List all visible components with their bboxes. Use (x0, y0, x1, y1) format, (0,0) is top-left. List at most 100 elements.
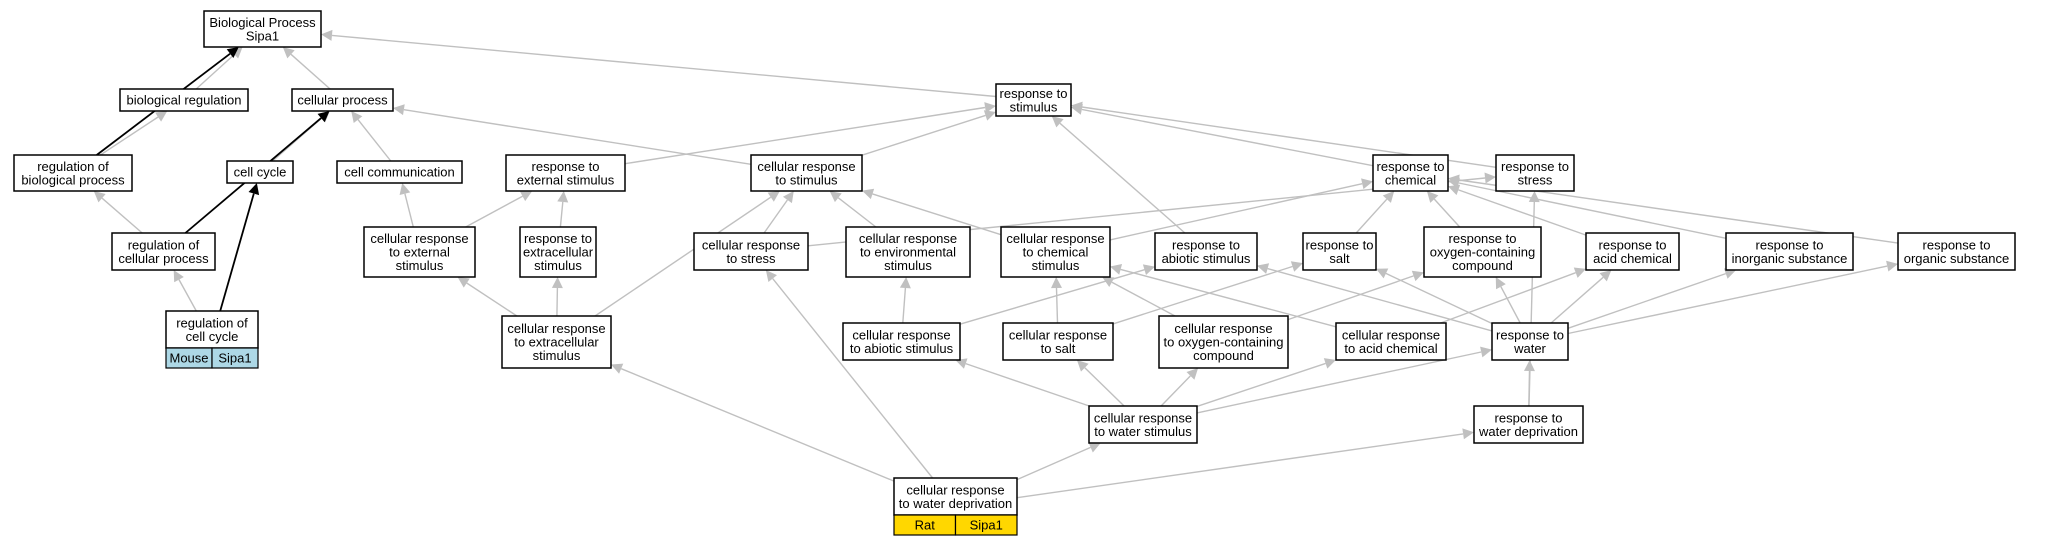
go-term-label-line: cellular response (1174, 321, 1272, 336)
edge-cellular-response-to-water-stimulus-to-response-to-water-arrowhead (1480, 346, 1492, 358)
go-term-label-line: cellular response (1006, 231, 1104, 246)
edge-regulation-of-cellular-process-to-regulation-of-biological-process (101, 197, 143, 234)
go-term-label-line: cellular process (118, 251, 209, 266)
edge-response-to-extracellular-stimulus-to-response-to-external-stimulus (559, 201, 564, 228)
go-term-label-line: to environmental (860, 245, 956, 260)
go-term-label-line: organic substance (1904, 251, 2010, 266)
go-term-biological-regulation[interactable]: biological regulation (119, 88, 249, 112)
go-term-box (1335, 322, 1447, 361)
go-term-box (203, 10, 322, 48)
go-term-box (336, 160, 463, 184)
edge-cellular-response-to-environmental-stimulus-to-cellular-response-to-stimulus-arrowhead (829, 191, 842, 203)
edge-cellular-response-to-chemical-stimulus-to-response-to-chemical-arrowhead (1361, 178, 1373, 190)
go-term-box (1897, 232, 2016, 271)
edge-cellular-response-to-water-stimulus-to-cellular-response-to-oxygen-containing-compound-arrowhead (1186, 368, 1199, 380)
edge-response-to-salt-to-response-to-chemical-arrowhead (1382, 191, 1395, 203)
go-term-label-line: cellular response (1342, 327, 1440, 342)
go-term-box (893, 477, 1018, 516)
edge-response-to-external-stimulus-to-response-to-stimulus (624, 106, 986, 165)
edge-cellular-response-to-acid-chemical-to-cellular-response-to-chemical-stimulus-arrowhead (1110, 264, 1123, 275)
go-term-label-line: response to (1449, 231, 1517, 246)
edge-cellular-response-to-stress-to-cellular-response-to-stimulus-arrowhead (782, 191, 794, 204)
edge-regulation-of-biological-process-to-biological-regulation-arrowhead (155, 111, 168, 122)
edge-cellular-response-to-acid-chemical-to-response-to-acid-chemical (1440, 272, 1576, 324)
go-term-label-line: Sipa1 (246, 28, 279, 43)
edge-cellular-response-to-water-stimulus-to-cellular-response-to-acid-chemical (1196, 362, 1326, 408)
edge-regulation-of-cell-cycle-to-cell-cycle (219, 193, 255, 312)
gene-cell (211, 347, 259, 369)
species-label: Mouse (169, 351, 208, 366)
go-term-box (1423, 226, 1542, 278)
edge-cellular-process-to-bp-root-arrowhead (282, 47, 295, 59)
edge-response-to-water-to-response-to-oxygen-containing-compound-arrowhead (1495, 277, 1506, 290)
go-term-label-line: inorganic substance (1732, 251, 1848, 266)
go-term-box (13, 154, 133, 192)
go-term-cell-cycle[interactable]: cell cycle (226, 160, 294, 184)
go-term-box (505, 154, 626, 192)
go-term-box (1002, 322, 1114, 361)
go-term-label-line: cellular response (757, 159, 855, 174)
go-term-label-line: to water stimulus (1094, 424, 1192, 439)
go-term-box (693, 232, 809, 271)
edge-cellular-response-to-water-stimulus-to-cellular-response-to-acid-chemical-arrowhead (1323, 358, 1336, 369)
edge-cellular-response-to-oxygen-containing-compound-to-response-to-oxygen-containing-compound-arrowhead (1411, 270, 1424, 282)
edge-cellular-response-to-oxygen-containing-compound-to-response-to-oxygen-containing-compound (1287, 275, 1414, 321)
go-term-cell-communication[interactable]: cell communication (336, 160, 463, 184)
edge-cellular-response-to-abiotic-stimulus-to-response-to-abiotic-stimulus (959, 269, 1145, 325)
edge-cellular-response-to-salt-to-response-to-salt (1112, 265, 1293, 325)
go-term-label-line: stimulus (533, 348, 581, 363)
edge-cellular-response-to-salt-to-response-to-salt-arrowhead (1290, 261, 1303, 272)
go-term-label-line: stimulus (534, 258, 582, 273)
go-term-label-line: regulation of (176, 315, 248, 330)
go-term-label-line: stress (1518, 172, 1553, 187)
go-term-label-line: chemical (1385, 172, 1436, 187)
edge-response-to-water-to-response-to-abiotic-stimulus (1267, 267, 1493, 332)
go-term-cellular-process[interactable]: cellular process (291, 88, 394, 112)
go-term-label-line: cellular response (702, 237, 800, 252)
edge-response-to-salt-to-response-to-chemical (1355, 198, 1388, 234)
go-term-label-line: stimulus (1010, 99, 1058, 114)
go-term-box (995, 83, 1072, 117)
go-term-label-line: response to (1501, 159, 1569, 174)
go-term-box (750, 154, 863, 192)
edge-response-to-water-to-response-to-inorganic-substance (1567, 272, 1727, 329)
go-term-label-line: to stress (726, 251, 776, 266)
edge-cellular-response-to-abiotic-stimulus-to-response-to-abiotic-stimulus-arrowhead (1142, 264, 1155, 275)
edge-cellular-response-to-abiotic-stimulus-to-cellular-response-to-environmental-stimulus (902, 287, 907, 324)
edge-response-to-water-to-response-to-abiotic-stimulus-arrowhead (1257, 263, 1270, 274)
edge-cellular-response-to-stimulus-to-cellular-process-arrowhead (393, 104, 405, 116)
go-term-label-line: cellular process (297, 93, 388, 108)
go-term-box (1473, 405, 1584, 444)
go-term-label-line: stimulus (396, 258, 444, 273)
go-term-box (1372, 154, 1449, 192)
